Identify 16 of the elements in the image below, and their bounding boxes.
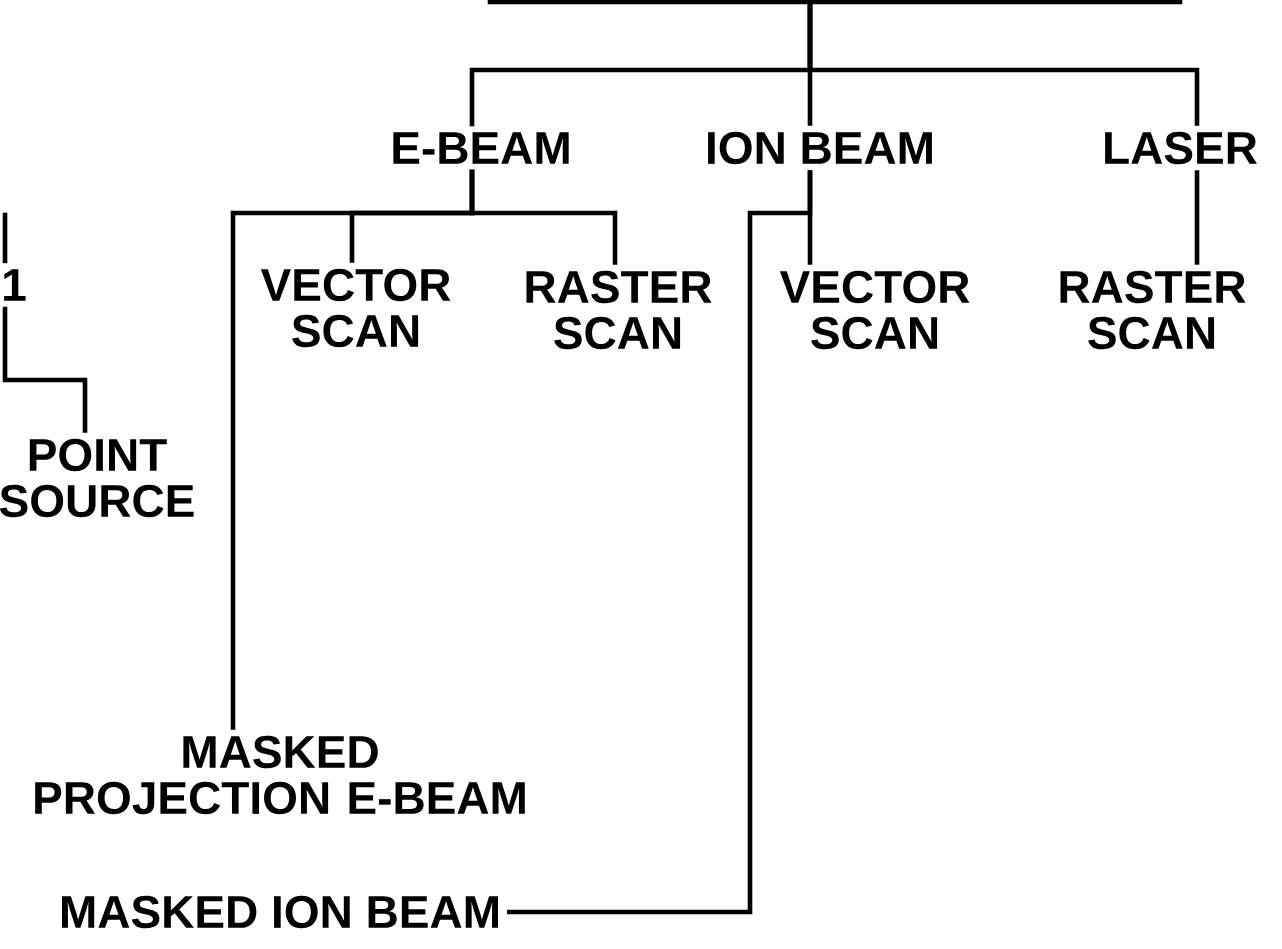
connector-line (2, 306, 88, 433)
connector-line (230, 169, 475, 730)
tree-label: E-BEAM (393, 132, 569, 164)
tree-label: MASKED ION BEAM (62, 895, 498, 929)
connector-line (507, 170, 813, 915)
connector-line (2, 212, 8, 264)
tree-label: LASER (1105, 131, 1257, 165)
tree-label: RASTER SCAN (526, 270, 712, 350)
tree-label: MASKED PROJECTION E-BEAM (35, 735, 525, 815)
tree-label: ION BEAM (708, 131, 932, 165)
tree-label: RASTER SCAN (1060, 270, 1246, 350)
tree-label: VECTOR SCAN (779, 270, 970, 350)
tree-label: 1 (4, 269, 26, 301)
connector-line (1194, 170, 1200, 265)
tree-label: VECTOR SCAN (260, 268, 451, 348)
tree-label: POINT SOURCE (0, 438, 194, 518)
